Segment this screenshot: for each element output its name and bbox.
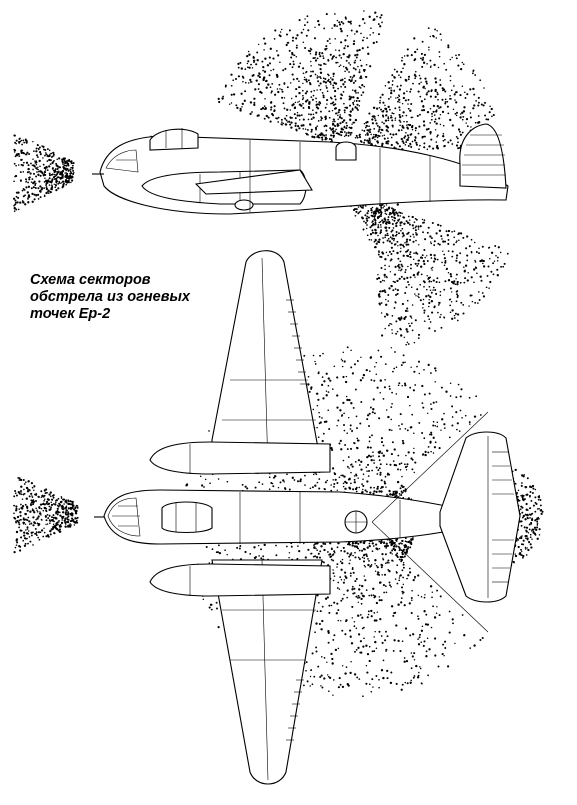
aircraft-side-view bbox=[92, 123, 509, 215]
side-canopy bbox=[149, 128, 199, 151]
top-engine-nacelle-lower bbox=[149, 563, 331, 597]
caption-line-3: точек Ер-2 bbox=[30, 306, 111, 322]
side-dorsal-turret bbox=[335, 141, 357, 161]
caption-line-1: Схема секторов bbox=[30, 272, 151, 288]
side-wing bbox=[194, 169, 313, 195]
aircraft-top-view bbox=[94, 250, 521, 785]
side-wheel bbox=[234, 199, 254, 211]
diagram-caption: Схема секторов обстрела из огневых точек… bbox=[30, 272, 230, 323]
side-tail-fin bbox=[459, 123, 507, 189]
top-canopy bbox=[161, 501, 213, 534]
top-fuselage bbox=[103, 489, 471, 545]
top-tailplane bbox=[439, 431, 521, 603]
top-wing-upper bbox=[211, 250, 323, 471]
top-wing-lower bbox=[211, 559, 323, 785]
caption-line-2: обстрела из огневых bbox=[30, 289, 190, 305]
top-engine-nacelle-upper bbox=[149, 441, 331, 475]
